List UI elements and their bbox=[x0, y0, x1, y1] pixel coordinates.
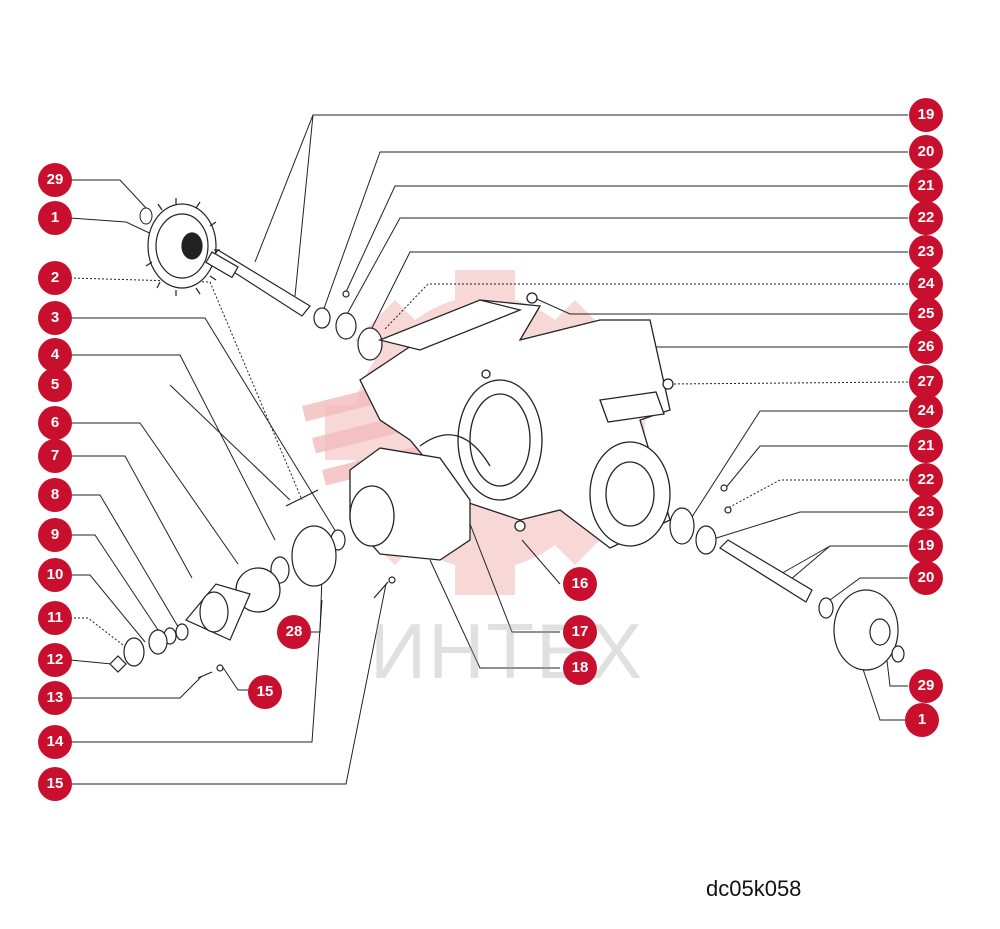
callout-22-top[interactable]: 22 bbox=[909, 201, 943, 235]
callout-15-middle[interactable]: 15 bbox=[248, 675, 282, 709]
callout-27[interactable]: 27 bbox=[909, 365, 943, 399]
callout-16[interactable]: 16 bbox=[563, 567, 597, 601]
callout-10[interactable]: 10 bbox=[38, 558, 72, 592]
right-side-parts bbox=[669, 484, 905, 671]
callout-24-top[interactable]: 24 bbox=[909, 267, 943, 301]
callout-14[interactable]: 14 bbox=[38, 725, 72, 759]
callout-19-top[interactable]: 19 bbox=[909, 98, 943, 132]
callout-5[interactable]: 5 bbox=[38, 368, 72, 402]
callout-21-top[interactable]: 21 bbox=[909, 169, 943, 203]
callout-23-top[interactable]: 23 bbox=[909, 235, 943, 269]
callout-20-bottom[interactable]: 20 bbox=[909, 561, 943, 595]
callout-24-bottom[interactable]: 24 bbox=[909, 394, 943, 428]
drawing-code-label: dc05k058 bbox=[706, 876, 802, 901]
callout-21-bottom[interactable]: 21 bbox=[909, 429, 943, 463]
callout-26[interactable]: 26 bbox=[909, 330, 943, 364]
callout-19-bottom[interactable]: 19 bbox=[909, 529, 943, 563]
left-washer-29 bbox=[139, 207, 153, 225]
callout-1-left[interactable]: 1 bbox=[38, 201, 72, 235]
callout-20-top[interactable]: 20 bbox=[909, 135, 943, 169]
left-axle-shaft bbox=[205, 249, 311, 317]
callout-25[interactable]: 25 bbox=[909, 297, 943, 331]
callout-2[interactable]: 2 bbox=[38, 261, 72, 295]
callout-22-bottom[interactable]: 22 bbox=[909, 463, 943, 497]
callout-9[interactable]: 9 bbox=[38, 518, 72, 552]
callout-15-left[interactable]: 15 bbox=[38, 767, 72, 801]
left-side-parts bbox=[109, 489, 396, 679]
axle-housing bbox=[359, 292, 674, 549]
differential-carrier bbox=[349, 434, 491, 561]
watermark-text: ИНТЕХ bbox=[370, 607, 645, 695]
callout-17[interactable]: 17 bbox=[563, 615, 597, 649]
callout-29-left[interactable]: 29 bbox=[38, 163, 72, 197]
callout-7[interactable]: 7 bbox=[38, 439, 72, 473]
callout-28[interactable]: 28 bbox=[277, 615, 311, 649]
callout-6[interactable]: 6 bbox=[38, 406, 72, 440]
callout-12[interactable]: 12 bbox=[38, 643, 72, 677]
left-bearings bbox=[313, 290, 383, 361]
callout-29-right[interactable]: 29 bbox=[909, 669, 943, 703]
callout-11[interactable]: 11 bbox=[38, 601, 72, 635]
callout-3[interactable]: 3 bbox=[38, 301, 72, 335]
callout-8[interactable]: 8 bbox=[38, 478, 72, 512]
callout-13[interactable]: 13 bbox=[38, 681, 72, 715]
callout-18[interactable]: 18 bbox=[563, 651, 597, 685]
left-drive-gear bbox=[143, 198, 220, 296]
callout-1-right[interactable]: 1 bbox=[905, 703, 939, 737]
callout-4[interactable]: 4 bbox=[38, 338, 72, 372]
callout-23-bottom[interactable]: 23 bbox=[909, 495, 943, 529]
